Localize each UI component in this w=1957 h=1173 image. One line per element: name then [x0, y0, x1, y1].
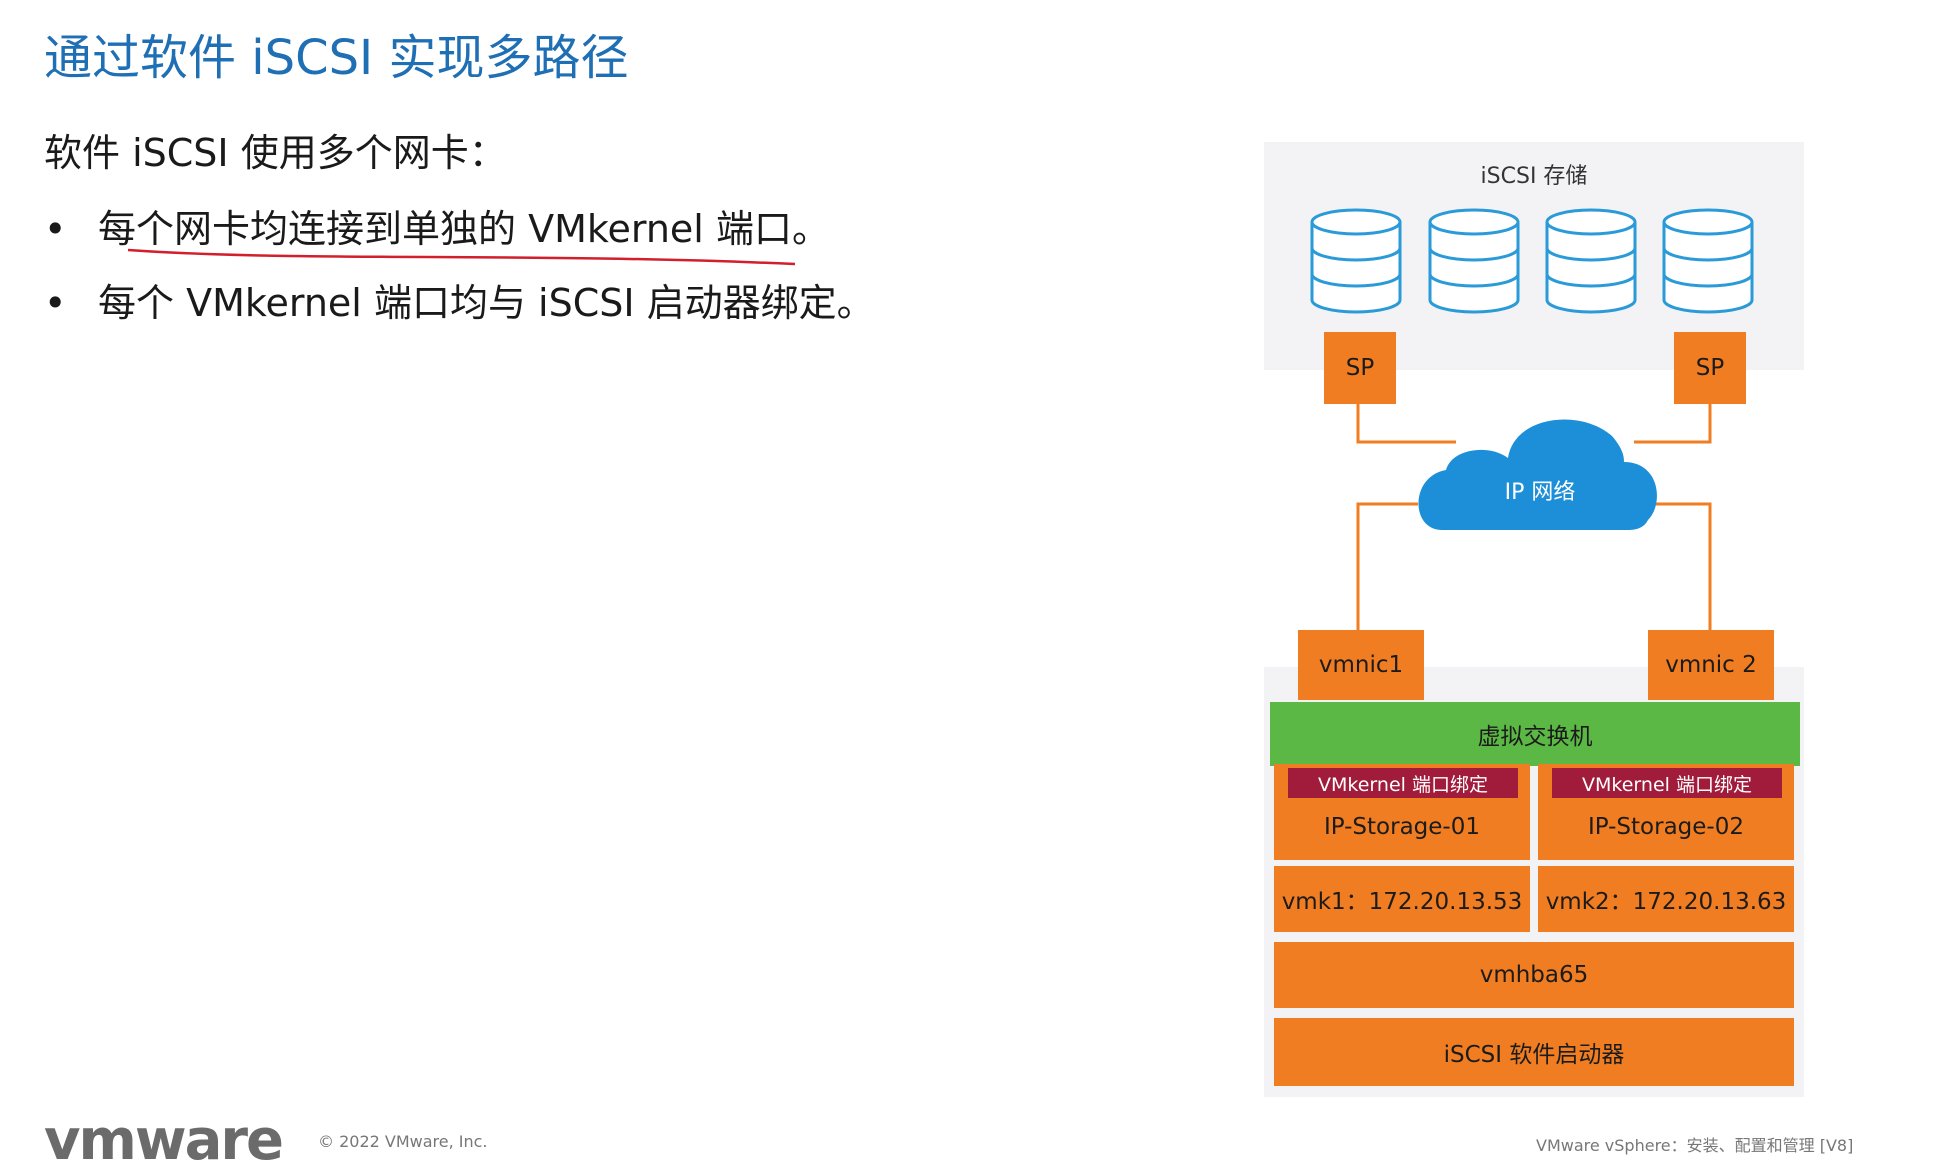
bullet-marker: • [44, 281, 67, 325]
vmkernel-port-2: vmk2：172.20.13.63 [1538, 866, 1794, 932]
vmhba-adapter: vmhba65 [1274, 942, 1794, 1008]
storage-processor-1: SP [1324, 332, 1396, 404]
disk-icon [1428, 208, 1520, 314]
network-label: IP 网络 [1504, 480, 1576, 505]
course-title: VMware vSphere：安装、配置和管理 [V8] [1536, 1136, 1854, 1155]
disk-icon [1545, 208, 1637, 314]
storage-label: iSCSI 存储 [1480, 164, 1588, 189]
bullet-text-2: 每个 VMkernel 端口均与 iSCSI 启动器绑定。 [98, 281, 875, 325]
bullet-item-1: • 每个网卡均连接到单独的 VMkernel 端口。 [44, 198, 830, 253]
port-binding-tag-1: VMkernel 端口绑定 [1288, 768, 1518, 798]
vmkernel-port-1: vmk1：172.20.13.53 [1274, 866, 1530, 932]
cloud-icon [1418, 419, 1657, 530]
vmware-logo: vmware [44, 1108, 284, 1173]
iscsi-initiator: iSCSI 软件启动器 [1274, 1018, 1794, 1086]
port-binding-tag-2: VMkernel 端口绑定 [1552, 768, 1782, 798]
slide-title: 通过软件 iSCSI 实现多路径 [44, 30, 629, 86]
bullet-marker: • [44, 207, 67, 251]
disk-icon [1310, 208, 1402, 314]
vmnic-2: vmnic 2 [1648, 630, 1774, 700]
diagram-lines [1310, 208, 1754, 764]
annotation-underline [127, 248, 796, 266]
vmnic-1: vmnic1 [1298, 630, 1424, 700]
storage-processor-2: SP [1674, 332, 1746, 404]
intro-text: 软件 iSCSI 使用多个网卡： [44, 131, 507, 175]
bullet-text-1: 每个网卡均连接到单独的 VMkernel 端口。 [98, 207, 830, 251]
virtual-switch: 虚拟交换机 [1270, 702, 1800, 766]
disk-icon [1662, 208, 1754, 314]
bullet-item-2: • 每个 VMkernel 端口均与 iSCSI 启动器绑定。 [44, 272, 875, 327]
